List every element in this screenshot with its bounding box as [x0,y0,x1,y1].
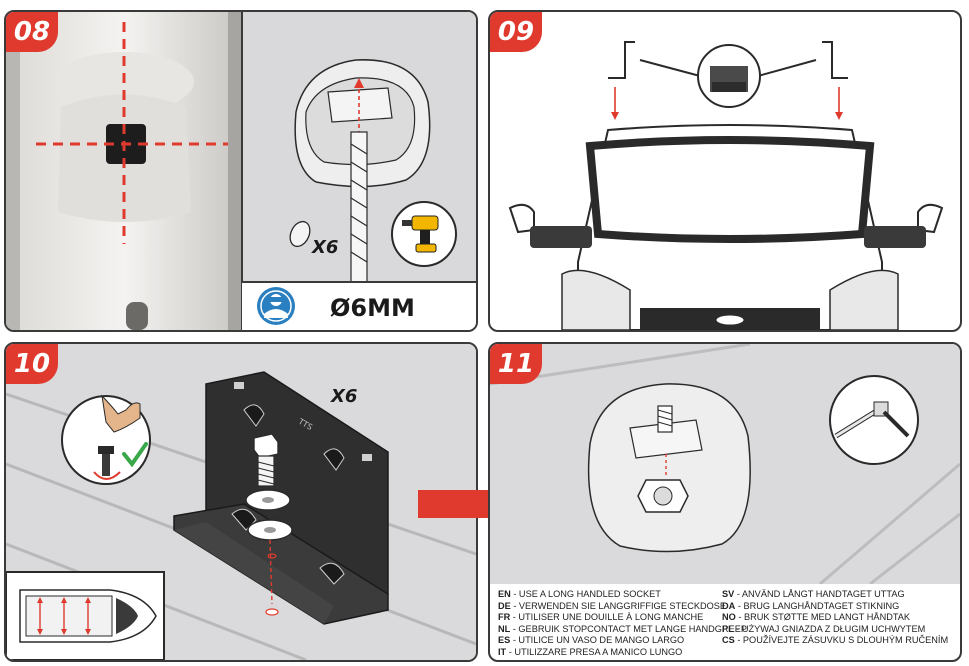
step-08-panel: 08 [4,10,478,332]
legend-column-right: SV - ANVÄND LÅNGT HANDTAGET UTTAG DA - B… [722,589,948,647]
step-11-panel: 11 EN - USE A LONG HANDLED SOCKET DE - V… [488,342,962,662]
step-08-illustration [6,12,476,330]
bolt-assembly [245,433,293,616]
legend-column-left: EN - USE A LONG HANDLED SOCKET DE - VERW… [498,589,747,659]
step-number-badge: 08 [6,12,58,52]
drill-size-label: Ø6MM [330,294,415,322]
quantity-label: X6 [312,237,339,258]
legend-row: FR - UTILISER UNE DOUILLE À LONG MANCHE [498,612,704,623]
legend-row: NL - GEBRUIK STOPCONTACT MET LANGE HANDG… [498,623,747,634]
legend-row: SV - ANVÄND LÅNGT HANDTAGET UTTAG [722,589,905,599]
step-10-panel: 10 [4,342,478,662]
step-09-panel: 09 [488,10,962,332]
legend-row: NO - BRUK STØTTE MED LANGT HÅNDTAK [722,612,911,623]
step-number-badge: 09 [490,12,542,52]
van-front-illustration [508,124,944,330]
legend-row: CS - POUŽÍVEJTE ZÁSUVKU S DLOUHÝM RUČENÍ… [722,635,949,646]
cap-icon [289,220,311,248]
legend-row: PL - UŻYWAJ GNIAZDA Z DŁUGIM UCHWYTEM [722,623,926,634]
arrow-down-icon [835,112,843,120]
drill-bit [350,131,368,283]
step-11-illustration [490,344,960,584]
quantity-label: X6 [331,386,358,407]
legend-row: ES - UTILICE UN VASO DE MANGO LARGO [498,635,685,646]
check-icon [122,442,148,468]
mounting-bracket [173,371,389,625]
step-number-badge: 11 [490,344,542,384]
roof-fixing-point [587,383,751,553]
bracket-left-icon [608,41,635,79]
legend-row: IT - UTILIZZARE PRESA A MANICO LUNGO [498,646,683,657]
legend-row: EN - USE A LONG HANDLED SOCKET [498,589,661,599]
legend-row: DE - VERWENDEN SIE LANGGRIFFIGE STECKDOS… [498,600,727,611]
socket-wrench-icon [829,375,919,465]
step-10-illustration [6,344,476,660]
step-09-illustration [508,41,944,330]
arrow-down-icon [611,112,619,120]
bracket-right-icon [822,41,848,79]
step-number-badge: 10 [6,344,58,384]
legend-row: DA - BRUG LANGHÅNDTAGET STIKNING [722,600,900,611]
